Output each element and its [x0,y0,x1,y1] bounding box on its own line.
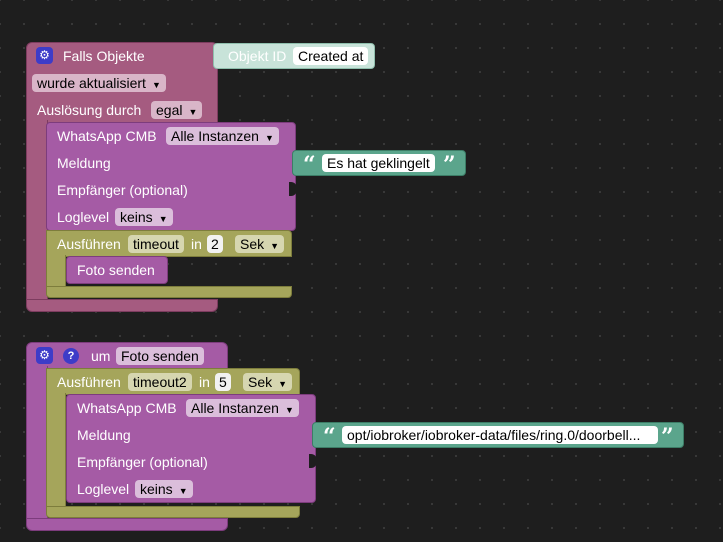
chevron-down-icon: ▼ [188,107,198,117]
um-label: um [91,348,111,364]
timeout-block-1-spine [46,255,66,288]
timeout-value[interactable]: 2 [207,235,223,253]
meldung-field[interactable]: opt/iobroker/iobroker-data/files/ring.0/… [342,426,658,444]
in-label: in [199,374,210,390]
whatsapp-label: WhatsApp CMB [57,128,157,144]
call-label: Foto senden [77,262,155,278]
timeout-var[interactable]: timeout2 [128,373,192,391]
meldung-label: Meldung [77,427,131,443]
instance-dropdown[interactable]: Alle Instanzen ▼ [166,127,279,145]
unit-value: Sek [240,236,265,252]
ausloesung-label: Auslösung durch [37,102,142,118]
loglevel-label: Loglevel [57,209,110,225]
ausloesung-dropdown[interactable]: egal ▼ [151,101,203,119]
chevron-down-icon: ▼ [151,80,161,90]
help-icon[interactable]: ? [63,348,79,364]
meldung-field[interactable]: Es hat geklingelt [322,154,435,172]
input-socket [309,454,317,468]
function-name-field[interactable]: Foto senden [116,347,204,365]
object-id-label: Objekt ID [228,48,287,64]
empfaenger-label: Empfänger (optional) [77,454,208,470]
quote-open-icon: “ [303,152,316,178]
event-title: Falls Objekte [63,48,145,64]
ausfuehren-label: Ausführen [57,236,121,252]
quote-close-icon: ” [661,424,674,450]
loglevel-dropdown[interactable]: keins ▼ [115,208,173,226]
chevron-down-icon: ▼ [270,241,280,251]
instance-value: Alle Instanzen [191,400,279,416]
timeout-block-2-footer [46,506,300,518]
unit-dropdown[interactable]: Sek ▼ [235,235,285,253]
ausfuehren-label: Ausführen [57,374,121,390]
unit-dropdown[interactable]: Sek ▼ [243,373,293,391]
in-label: in [191,236,202,252]
meldung-label: Meldung [57,155,111,171]
loglevel-value: keins [120,209,153,225]
loglevel-dropdown[interactable]: keins ▼ [135,480,193,498]
call-foto-senden-block[interactable] [66,256,168,284]
ausloesung-value: egal [156,102,183,118]
loglevel-label: Loglevel [77,481,130,497]
unit-value: Sek [248,374,273,390]
function-block-spine [26,366,48,522]
trigger-dropdown-value: wurde aktualisiert [37,75,146,91]
timeout-value[interactable]: 5 [215,373,231,391]
instance-dropdown[interactable]: Alle Instanzen ▼ [186,399,299,417]
event-block-footer [26,299,218,312]
object-id-field[interactable]: Created at [293,47,369,65]
gear-icon[interactable]: ⚙ [36,47,53,64]
chevron-down-icon: ▼ [158,214,168,224]
timeout-var[interactable]: timeout [128,235,184,253]
chevron-down-icon: ▼ [284,405,294,415]
gear-icon[interactable]: ⚙ [36,347,53,364]
quote-open-icon: “ [323,424,336,450]
whatsapp-label: WhatsApp CMB [77,400,177,416]
event-block-spine [26,120,48,302]
chevron-down-icon: ▼ [264,133,274,143]
chevron-down-icon: ▼ [178,486,188,496]
loglevel-value: keins [140,481,173,497]
input-socket [289,182,297,196]
trigger-dropdown[interactable]: wurde aktualisiert ▼ [32,74,166,92]
function-block-footer [26,518,228,531]
timeout-block-1-footer [46,286,292,298]
quote-close-icon: ” [443,152,456,178]
empfaenger-label: Empfänger (optional) [57,182,188,198]
instance-value: Alle Instanzen [171,128,259,144]
timeout-block-2-spine [46,393,66,508]
chevron-down-icon: ▼ [278,379,288,389]
